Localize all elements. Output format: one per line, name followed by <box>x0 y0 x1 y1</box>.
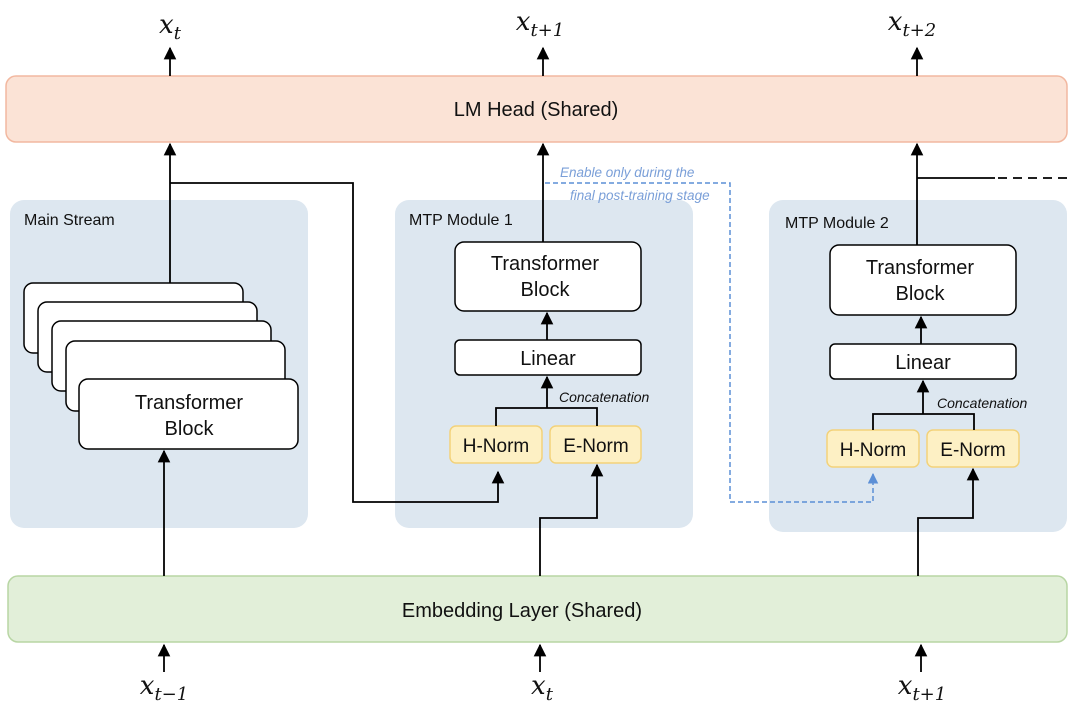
mtp2-transformer-label-2: Block <box>896 283 946 305</box>
mtp1-linear-label: Linear <box>520 348 576 370</box>
route-mtp1-hidden-to-hnorm-2-dashed <box>545 182 879 503</box>
output-label-3: xt+2 <box>888 7 936 41</box>
mtp2-arrow-embedding-to-enorm <box>917 467 980 576</box>
mtp2-hnorm-label: H-Norm <box>840 440 907 461</box>
mtp2-linear-label: Linear <box>895 352 951 374</box>
mtp2-title: MTP Module 2 <box>785 215 889 232</box>
note-line-1: Enable only during the <box>560 165 694 180</box>
lm-head-label: LM Head (Shared) <box>454 99 619 121</box>
main-transformer-block-label-1: Transformer <box>135 392 244 414</box>
main-stream-title: Main Stream <box>24 212 115 229</box>
lm-head-box <box>5 75 1068 143</box>
mtp1-enorm-label: E-Norm <box>563 436 628 457</box>
embedding-layer-box <box>7 575 1068 643</box>
mtp2-enorm <box>926 429 1020 468</box>
mtp1-linear <box>454 339 642 376</box>
mtp2-transformer-block <box>829 244 1017 316</box>
mtp2-concat-label: Concatenation <box>937 395 1028 411</box>
input-label-1: xt−1 <box>140 671 188 705</box>
mtp1-title: MTP Module 1 <box>409 212 513 229</box>
mtp1-arrow-embedding-to-enorm <box>539 463 604 576</box>
mtp1-transformer-label-2: Block <box>521 279 571 301</box>
note-line-2: final post-training stage <box>570 188 710 203</box>
mtp2-transformer-label-1: Transformer <box>866 257 975 279</box>
mtp2-linear <box>829 343 1017 380</box>
mtp1-hnorm-label: H-Norm <box>463 436 530 457</box>
route-main-hidden-to-hnorm-1 <box>170 182 505 503</box>
main-transformer-block-label-2: Block <box>165 418 215 440</box>
mtp1-transformer-block <box>454 241 642 312</box>
mtp1-enorm <box>549 425 642 464</box>
input-label-2: xt <box>531 671 554 705</box>
input-label-3: xt+1 <box>898 671 946 705</box>
mtp1-transformer-label-1: Transformer <box>491 253 600 275</box>
mtp1-concat-label: Concatenation <box>559 389 650 405</box>
mtp2-enorm-label: E-Norm <box>940 440 1005 461</box>
output-label-1: xt <box>159 10 182 44</box>
embedding-layer-label: Embedding Layer (Shared) <box>402 600 642 622</box>
main-transformer-block <box>78 378 299 450</box>
output-label-2: xt+1 <box>516 7 564 41</box>
